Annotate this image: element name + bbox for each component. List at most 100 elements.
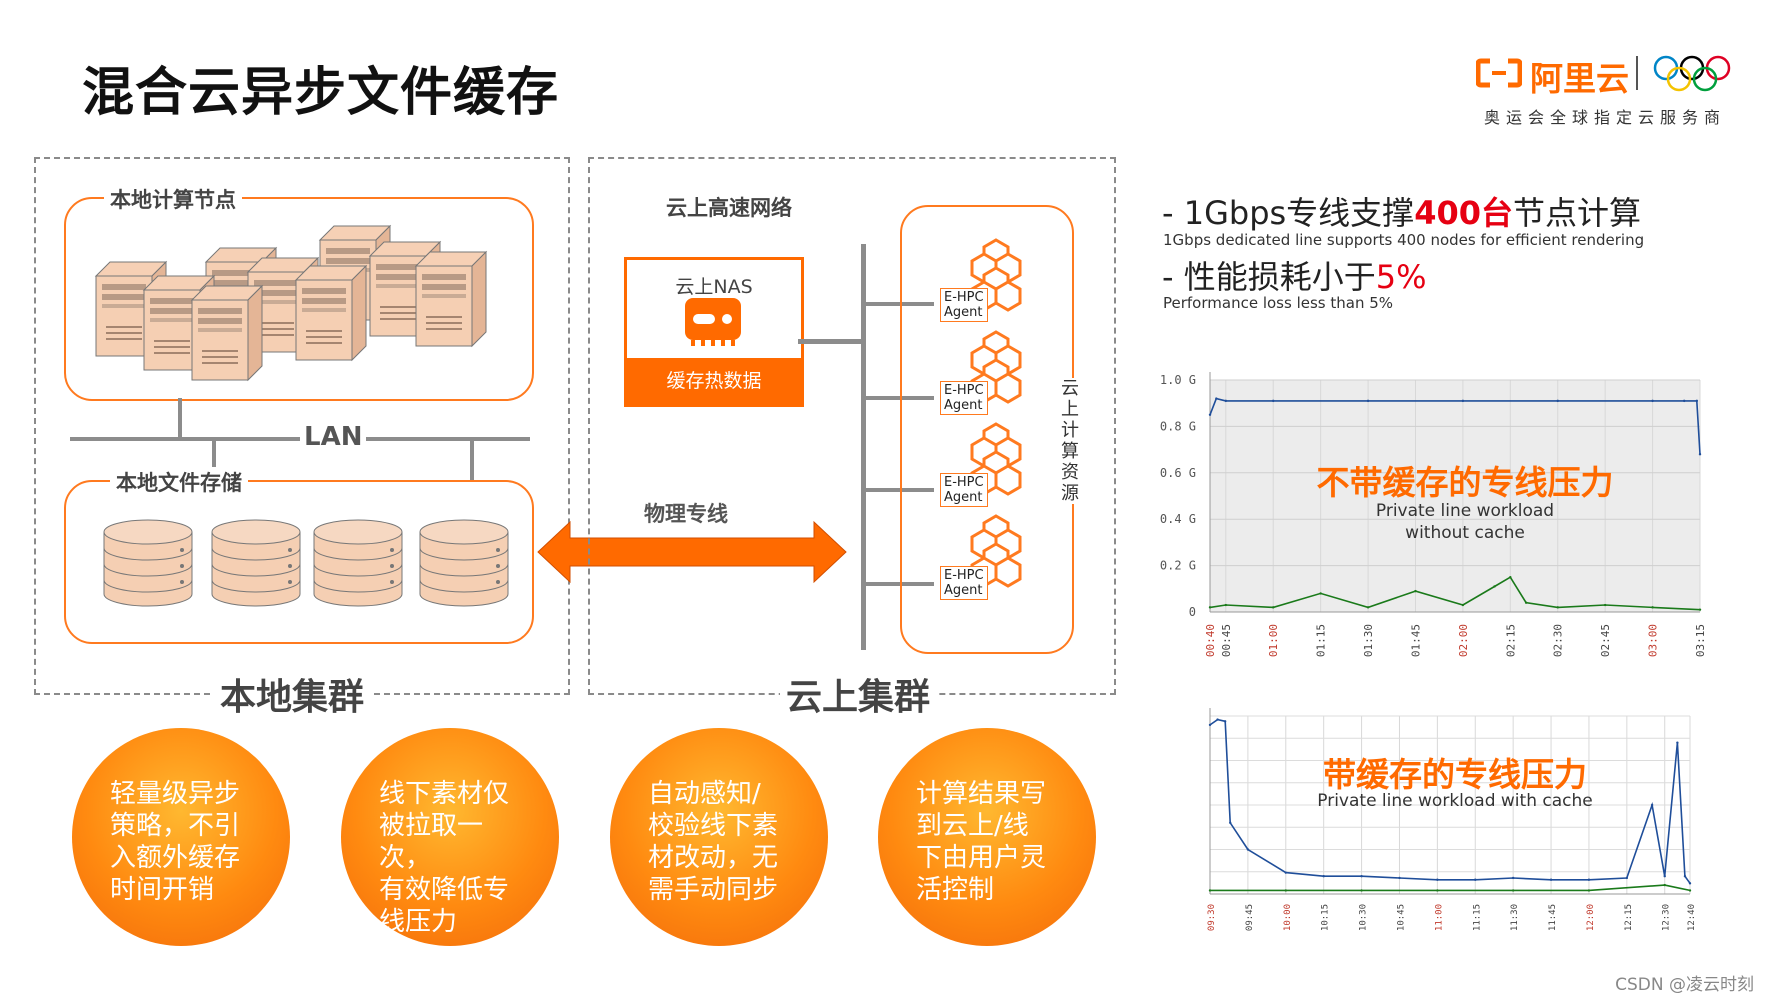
x-tick-label: 12:40 bbox=[1687, 904, 1697, 931]
x-tick-label: 01:15 bbox=[1315, 624, 1328, 657]
feature-2-line-3: 有效降低专 bbox=[379, 875, 510, 905]
series-point-1 bbox=[1474, 878, 1477, 881]
cloud-compute-label: 云上计算资源 bbox=[1060, 378, 1080, 504]
series-point-1 bbox=[1229, 821, 1232, 824]
series-point-1 bbox=[1511, 876, 1515, 880]
series-point-1 bbox=[1587, 878, 1591, 881]
hpc-agent-4-line1: E-HPC bbox=[944, 568, 984, 583]
feature-2-line-1: 线下素材仅 bbox=[379, 779, 510, 809]
series-point-1 bbox=[1223, 720, 1227, 723]
series-point-2 bbox=[1272, 606, 1275, 609]
series-point-1 bbox=[1272, 399, 1275, 403]
series-point-2 bbox=[1493, 585, 1496, 588]
series-point-2 bbox=[1414, 589, 1417, 593]
feature-3-line-4: 需手动同步 bbox=[648, 875, 779, 905]
x-tick-label: 09:30 bbox=[1207, 904, 1217, 931]
series-point-2 bbox=[1651, 606, 1654, 609]
physical-line-label: 物理专线 bbox=[644, 502, 728, 526]
series-line-1 bbox=[1209, 718, 1691, 884]
feature-4-line-2: 到云上/线 bbox=[916, 811, 1029, 841]
brand-subtitle: 奥运会全球指定云服务商 bbox=[1484, 108, 1727, 127]
x-tick-label: 10:00 bbox=[1283, 904, 1293, 931]
y-tick-label: 1.0 G bbox=[1160, 373, 1196, 387]
cloud-nas: 云上NAS 缓存热数据 bbox=[624, 257, 804, 407]
series-point-2 bbox=[1556, 606, 1559, 609]
bullet-1-en: 1Gbps dedicated line supports 400 nodes … bbox=[1163, 231, 1645, 249]
series-point-1 bbox=[1650, 803, 1654, 807]
bullet-2-highlight: 5% bbox=[1375, 258, 1427, 296]
feature-circle-3: 自动感知/ 校验线下素 材改动，无 需手动同步 bbox=[610, 728, 828, 946]
x-tick-label: 03:15 bbox=[1694, 624, 1707, 657]
series-point-1 bbox=[1224, 399, 1228, 403]
hpc-agent-4: E-HPC Agent bbox=[940, 566, 988, 600]
bullet-2-prefix: - 性能损耗小于 bbox=[1162, 258, 1376, 296]
x-tick-label: 11:00 bbox=[1434, 904, 1444, 931]
bullet-1-highlight: 400台 bbox=[1414, 194, 1513, 232]
feature-2-line-2: 被拉取一次， bbox=[379, 811, 484, 873]
chart2-title: 带缓存的专线压力 bbox=[1323, 755, 1587, 794]
storage-box bbox=[64, 480, 534, 644]
x-tick-label: 02:00 bbox=[1457, 624, 1470, 657]
x-tick-label: 10:45 bbox=[1396, 904, 1406, 931]
compute-nodes-box bbox=[64, 197, 534, 401]
series-point-1 bbox=[1695, 399, 1699, 403]
page-title: 混合云异步文件缓存 bbox=[82, 63, 560, 123]
x-tick-label: 09:45 bbox=[1245, 904, 1255, 931]
nas-icon bbox=[685, 298, 741, 346]
chart1-subtitle-line2: without cache bbox=[1405, 523, 1525, 543]
series-point-1 bbox=[1556, 399, 1559, 403]
hpc-agent-2-line2: Agent bbox=[944, 398, 983, 413]
feature-circle-2: 线下素材仅 被拉取一次， 有效降低专 线压力 bbox=[341, 728, 559, 946]
hpc-agent-3-line2: Agent bbox=[944, 490, 983, 505]
series-point-1 bbox=[1461, 399, 1465, 403]
feature-circle-4: 计算结果写 到云上/线 下由用户灵 活控制 bbox=[878, 728, 1096, 946]
series-point-2 bbox=[1461, 603, 1465, 607]
compute-nodes-label: 本地计算节点 bbox=[104, 184, 242, 214]
y-tick-label: 0.4 G bbox=[1160, 512, 1196, 526]
feature-1-line-1: 轻量级异步 bbox=[110, 779, 241, 809]
series-point-2 bbox=[1208, 606, 1212, 609]
x-tick-label: 10:30 bbox=[1359, 904, 1369, 931]
x-tick-label: 12:00 bbox=[1586, 904, 1596, 931]
chart2-subtitle: Private line workload with cache bbox=[1317, 791, 1593, 811]
series-point-1 bbox=[1360, 875, 1363, 878]
series-point-2 bbox=[1603, 603, 1607, 607]
logo-divider bbox=[1636, 56, 1638, 90]
cloud-network-label: 云上高速网络 bbox=[666, 196, 792, 220]
x-tick-label: 02:15 bbox=[1504, 624, 1517, 657]
series-point-2 bbox=[1511, 889, 1515, 892]
feature-4-line-1: 计算结果写 bbox=[916, 779, 1047, 809]
y-tick-label: 0.6 G bbox=[1160, 466, 1196, 480]
series-point-1 bbox=[1322, 875, 1325, 878]
branch-1 bbox=[864, 302, 934, 306]
series-point-2 bbox=[1284, 889, 1287, 892]
bullet-2: - 性能损耗小于5% bbox=[1162, 252, 1427, 298]
branch-3 bbox=[864, 488, 934, 492]
branch-2 bbox=[864, 396, 934, 400]
series-point-1 bbox=[1216, 718, 1219, 721]
x-tick-label: 01:30 bbox=[1362, 624, 1375, 657]
hpc-agent-2: E-HPC Agent bbox=[940, 381, 988, 415]
physical-line-arrow bbox=[537, 520, 847, 584]
series-point-2 bbox=[1224, 603, 1228, 607]
bullet-1-prefix: - 1Gbps专线支撑 bbox=[1162, 194, 1415, 232]
series-point-2 bbox=[1663, 883, 1666, 887]
y-tick-label: 0.8 G bbox=[1160, 419, 1196, 433]
series-line-2 bbox=[1210, 884, 1691, 892]
feature-1-line-4: 时间开销 bbox=[110, 875, 215, 905]
series-point-1 bbox=[1284, 871, 1287, 874]
series-point-2 bbox=[1587, 889, 1591, 892]
hpc-agent-1-line2: Agent bbox=[944, 305, 983, 320]
x-tick-label: 11:45 bbox=[1548, 904, 1558, 931]
series-point-2 bbox=[1524, 601, 1528, 604]
x-tick-label: 00:40 bbox=[1204, 624, 1217, 657]
series-point-2 bbox=[1688, 889, 1692, 892]
cloud-cluster-label: 云上集群 bbox=[780, 668, 937, 720]
series-point-2 bbox=[1360, 889, 1363, 892]
feature-3-line-3: 材改动，无 bbox=[648, 843, 779, 873]
storage-label: 本地文件存储 bbox=[110, 467, 248, 497]
servers-icon bbox=[95, 225, 487, 381]
series-point-1 bbox=[1688, 882, 1692, 885]
